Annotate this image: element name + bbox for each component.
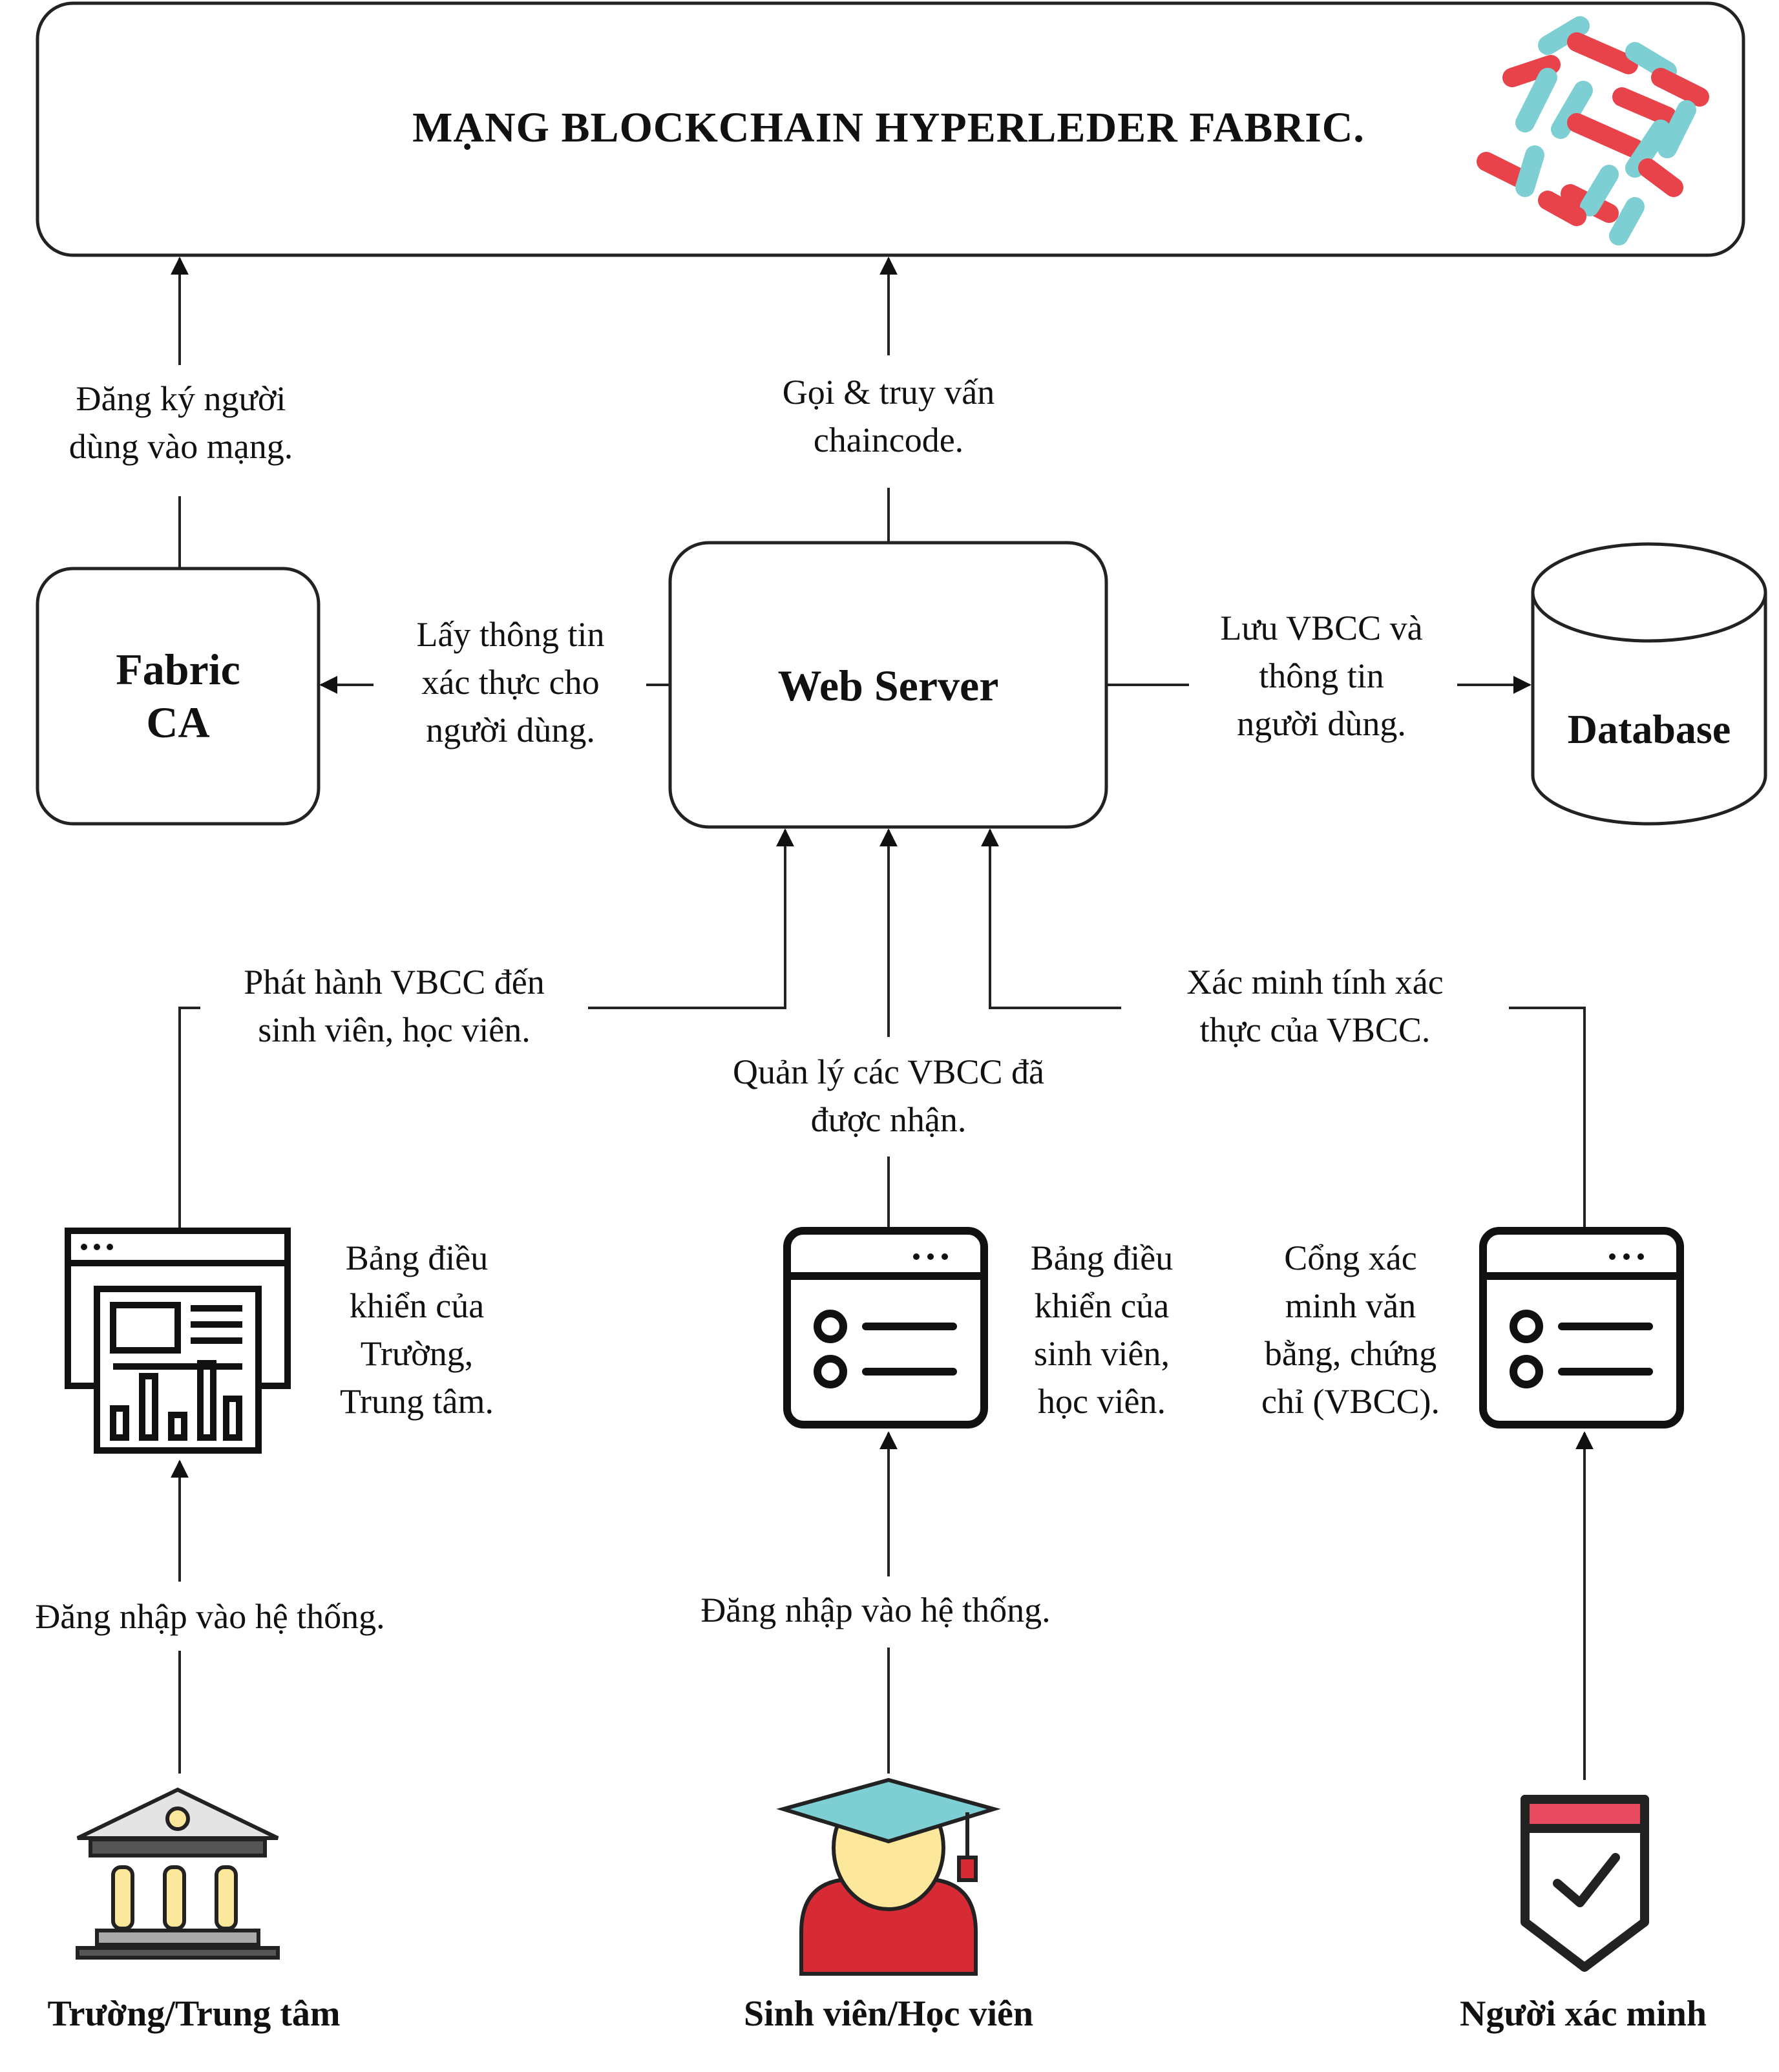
actor-school-label: Trường/Trung tâm <box>47 1994 341 2034</box>
edge-label-store-vbcc: Lưu VBCC và thông tin người dùng. <box>1220 609 1423 743</box>
network-title: MẠNG BLOCKCHAIN HYPERLEDER FABRIC. <box>412 104 1365 151</box>
edge-label-register-users: Đăng ký người dùng vào mạng. <box>68 379 293 466</box>
verifier-portal-label: Cổng xác minh văn bằng, chứng chỉ (VBCC)… <box>1261 1239 1440 1421</box>
fabric-ca-label: Fabric CA <box>116 645 240 747</box>
fabric-ca-box <box>36 567 321 826</box>
actor-student-label: Sinh viên/Học viên <box>743 1994 1034 2034</box>
analytics-dashboard-icon <box>65 1228 291 1454</box>
edge-label-login-student: Đăng nhập vào hệ thống. <box>700 1591 1051 1629</box>
edge-label-issue-vbcc: Phát hành VBCC đến sinh viên, học viên. <box>244 963 545 1049</box>
edge-label-manage-vbcc: Quản lý các VBCC đã được nhận. <box>733 1052 1044 1139</box>
school-dashboard-label: Bảng điều khiển của Trường, Trung tâm. <box>339 1239 494 1421</box>
web-server-label: Web Server <box>777 661 999 710</box>
database-cylinder <box>1531 542 1767 826</box>
verifier-dashboard-icon <box>1479 1227 1684 1428</box>
edge-label-verify-vbcc: Xác minh tính xác thực của VBCC. <box>1186 963 1444 1049</box>
blockchain-network-box <box>36 1 1745 257</box>
bank-building-icon <box>76 1787 280 1960</box>
verified-shield-icon <box>1521 1795 1649 1972</box>
student-dashboard-label: Bảng điều khiển của sinh viên, học viên. <box>1030 1239 1174 1421</box>
edge-label-get-auth-info: Lấy thông tin xác thực cho người dùng. <box>416 615 605 749</box>
fabric-logo-icon <box>1477 16 1709 246</box>
actor-verifier-label: Người xác minh <box>1460 1994 1707 2034</box>
edge-label-login-school: Đăng nhập vào hệ thống. <box>35 1597 385 1636</box>
student-dashboard-icon <box>783 1227 988 1428</box>
graduate-icon <box>776 1777 1001 1976</box>
database-label: Database <box>1567 706 1731 752</box>
connector-lines <box>171 256 1594 1780</box>
edge-label-call-chaincode: Gọi & truy vấn chaincode. <box>782 373 995 459</box>
